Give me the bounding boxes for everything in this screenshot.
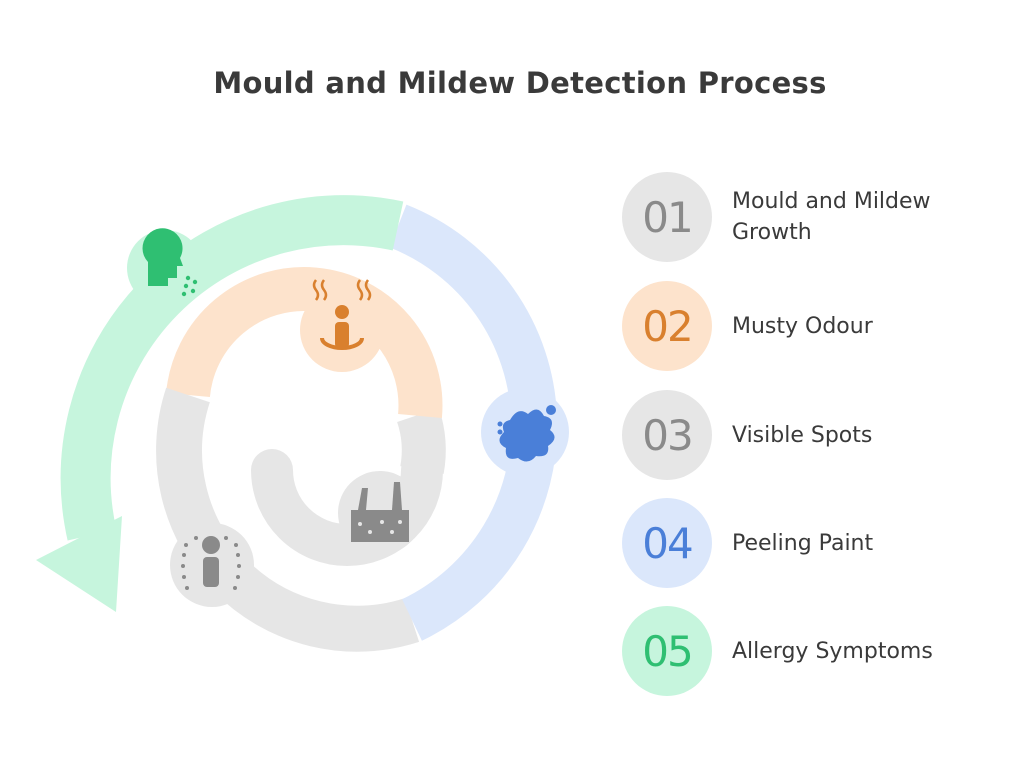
spiral-gray-inner-segment — [396, 408, 446, 474]
mould-growth-icon — [338, 471, 422, 555]
step-number-badge: 04 — [622, 498, 712, 588]
paint-splash-icon — [481, 388, 569, 476]
sneeze-head-icon — [127, 228, 203, 306]
step-number-badge: 05 — [622, 606, 712, 696]
step-item: 01 Mould and Mildew Growth — [622, 172, 1012, 262]
step-label: Allergy Symptoms — [732, 638, 933, 664]
step-number-badge: 01 — [622, 172, 712, 262]
spiral-diagram — [36, 195, 569, 652]
step-label: Musty Odour — [732, 313, 873, 339]
step-item: 02 Musty Odour — [622, 281, 1012, 371]
spots-person-icon — [170, 523, 254, 607]
step-item: 04 Peeling Paint — [622, 498, 1012, 588]
step-number-badge: 02 — [622, 281, 712, 371]
odour-person-icon — [300, 279, 384, 372]
page-title: Mould and Mildew Detection Process — [213, 66, 827, 100]
spiral-orange-segment — [166, 267, 443, 418]
step-item: 03 Visible Spots — [622, 390, 1012, 480]
step-item: 05 Allergy Symptoms — [622, 606, 1012, 696]
step-number-badge: 03 — [622, 390, 712, 480]
step-label: Mould and Mildew Growth — [732, 189, 931, 245]
spiral-arrow-head — [36, 516, 122, 612]
step-label: Visible Spots — [732, 422, 873, 448]
step-label: Peeling Paint — [732, 530, 874, 556]
